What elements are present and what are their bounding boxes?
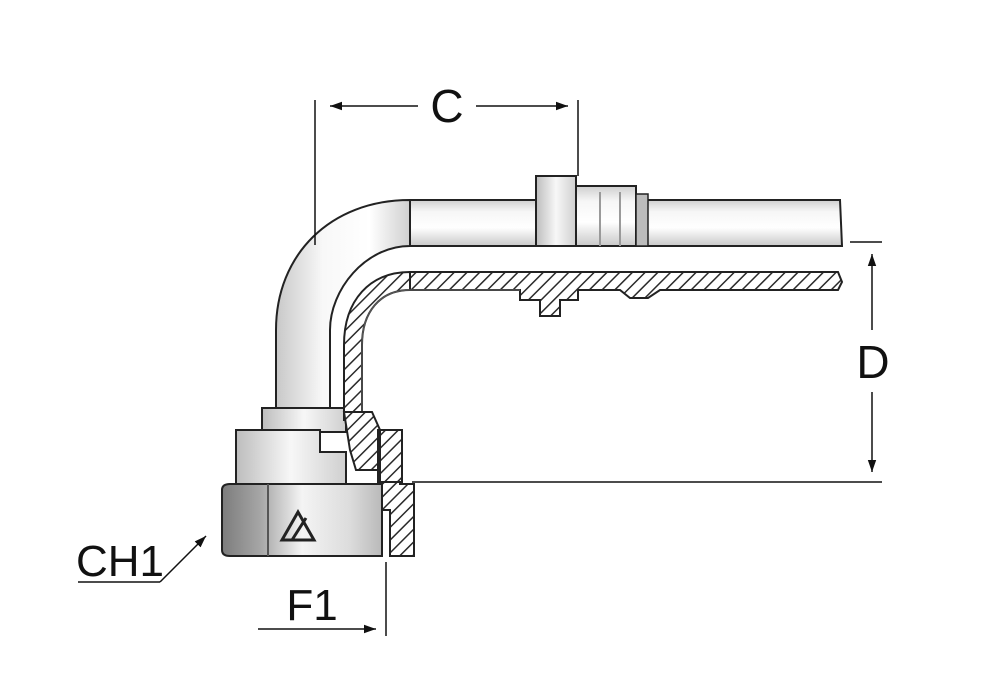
dimension-ch1: CH1 [76,535,207,586]
hose-tail [535,175,840,247]
dimension-f1: F1 [258,562,387,636]
dimension-d-label: D [856,336,889,388]
section-cut [342,270,844,557]
dimension-f1-label: F1 [286,581,337,630]
dimension-d: D [412,241,890,483]
swivel-nut [221,429,383,557]
brand-logo-icon [279,508,317,542]
dimension-ch1-label: CH1 [76,537,164,586]
dimension-c: C [314,80,579,245]
dimension-c-label: C [430,80,463,132]
